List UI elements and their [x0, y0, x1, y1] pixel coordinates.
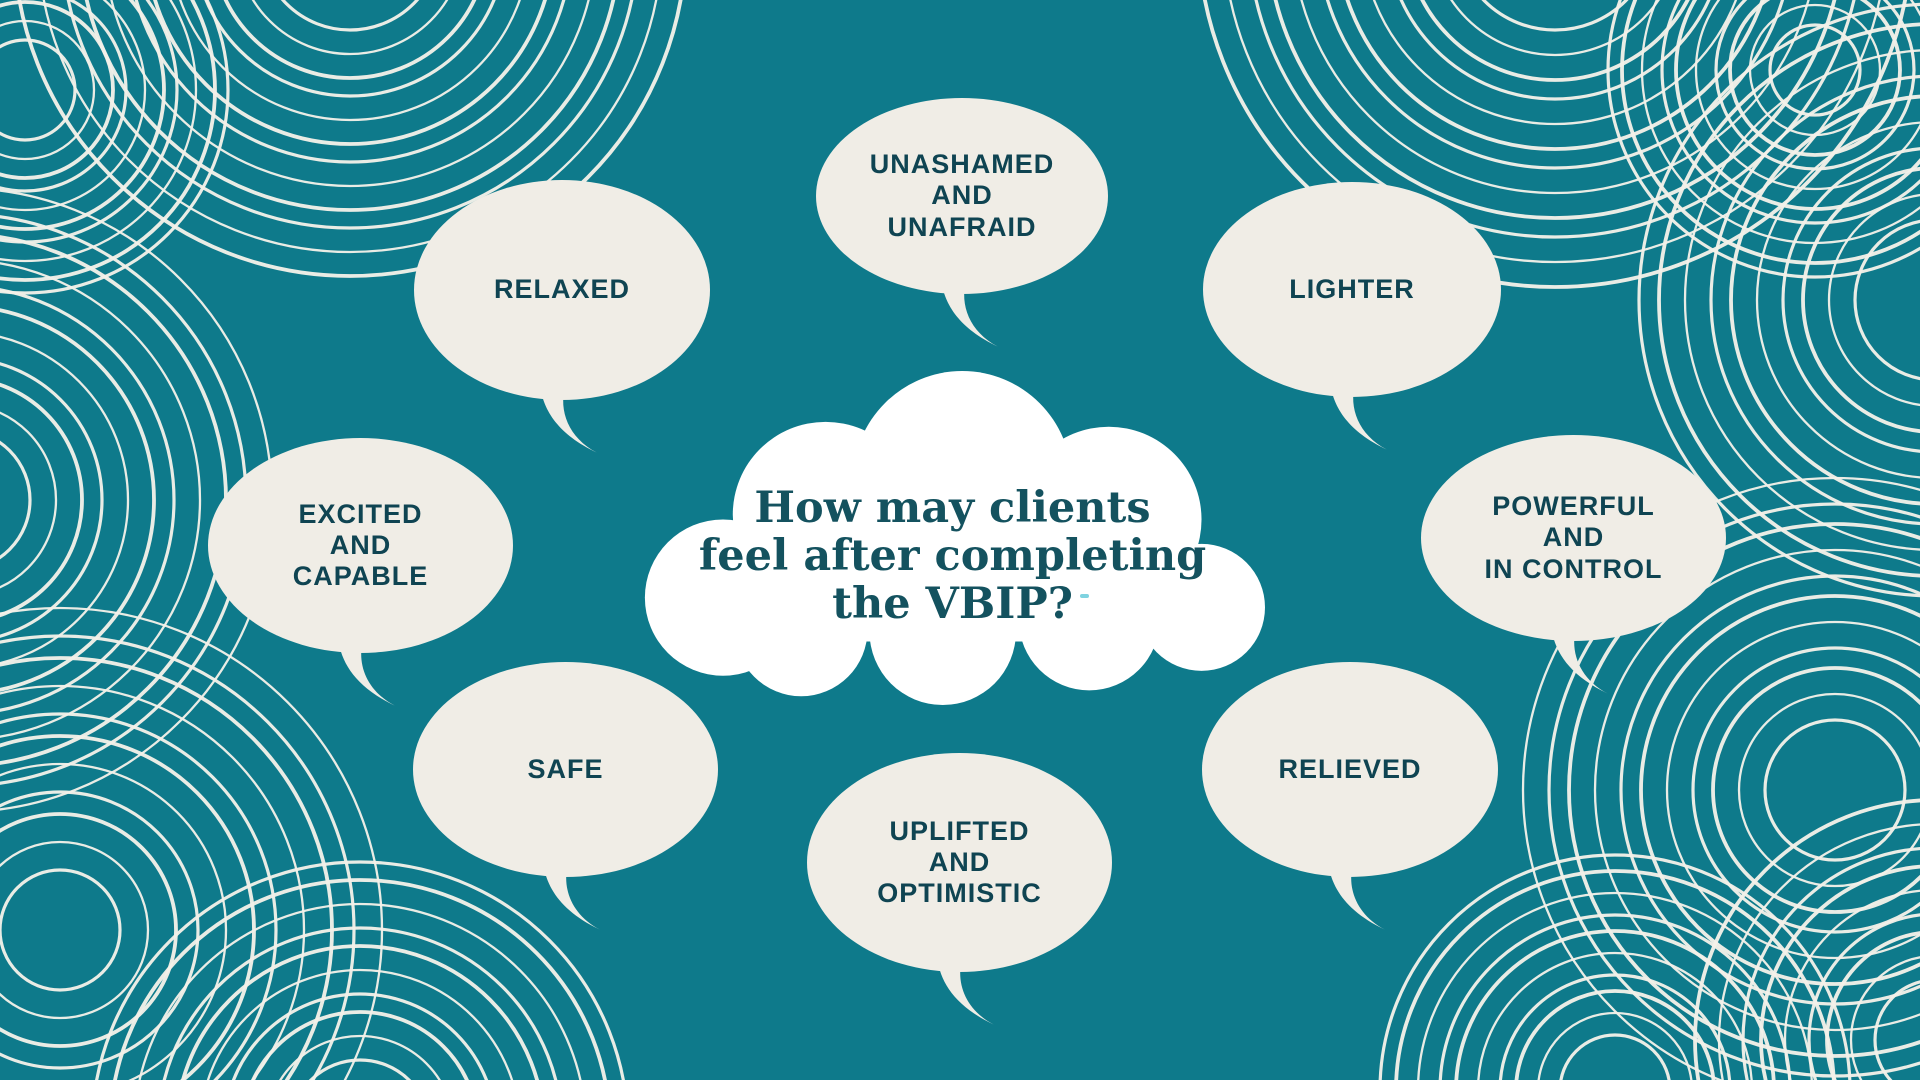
bubble-tail	[338, 639, 395, 706]
bubble-shape: SAFE	[413, 662, 718, 877]
speech-bubble-unashamed-unafraid: UNASHAMED AND UNAFRAID	[816, 98, 1108, 347]
speech-bubble-lighter: LIGHTER	[1203, 182, 1501, 450]
stray-mark	[1080, 594, 1089, 598]
bubble-shape: RELAXED	[414, 180, 710, 400]
bubble-tail	[937, 958, 994, 1025]
bubble-label: UNASHAMED AND UNAFRAID	[869, 149, 1055, 242]
bubble-tail	[1551, 627, 1608, 694]
bubble-tail	[1328, 863, 1386, 930]
cloud-shape	[644, 371, 1265, 706]
ring-cluster	[1693, 798, 1920, 1080]
bubble-tail	[941, 280, 998, 347]
bubble-label: EXCITED AND CAPABLE	[292, 498, 429, 592]
bubble-shape: UPLIFTED AND OPTIMISTIC	[807, 753, 1112, 972]
speech-bubble-powerful-in-control: POWERFUL AND IN CONTROL	[1421, 435, 1726, 694]
speech-bubble-uplifted-optimistic: UPLIFTED AND OPTIMISTIC	[807, 753, 1112, 1025]
bubble-label: LIGHTER	[1289, 273, 1415, 304]
bubble-shape: UNASHAMED AND UNAFRAID	[816, 98, 1108, 294]
cloud-question-text: How may clients feel after completing th…	[698, 482, 1207, 630]
speech-bubble-relaxed: RELAXED	[414, 180, 710, 453]
bubble-shape: LIGHTER	[1203, 182, 1501, 397]
bubble-tail	[543, 863, 600, 930]
bubble-shape: EXCITED AND CAPABLE	[208, 438, 513, 653]
speech-bubble-excited-capable: EXCITED AND CAPABLE	[208, 438, 513, 706]
ring-cluster	[17, 0, 683, 278]
speech-bubble-safe: SAFE	[413, 662, 718, 930]
bubble-label: RELAXED	[493, 274, 630, 305]
bubble-label: UPLIFTED AND OPTIMISTIC	[877, 815, 1042, 909]
ring-cluster	[1378, 853, 1852, 1080]
bubble-label: SAFE	[527, 753, 604, 784]
speech-bubble-relieved: RELIEVED	[1202, 662, 1498, 930]
bubble-tail	[540, 386, 598, 453]
ring-cluster	[1203, 0, 1907, 289]
bubble-shape: RELIEVED	[1202, 662, 1498, 877]
ring-cluster	[1637, 2, 1920, 598]
ring-cluster	[0, 0, 230, 295]
ring-cluster	[95, 860, 625, 1080]
bubble-label: RELIEVED	[1278, 753, 1422, 784]
bubble-shape: POWERFUL AND IN CONTROL	[1421, 435, 1726, 641]
bubble-tail	[1330, 383, 1388, 450]
bubble-label: POWERFUL AND IN CONTROL	[1484, 491, 1663, 584]
center-cloud: How may clients feel after completing th…	[640, 368, 1265, 710]
